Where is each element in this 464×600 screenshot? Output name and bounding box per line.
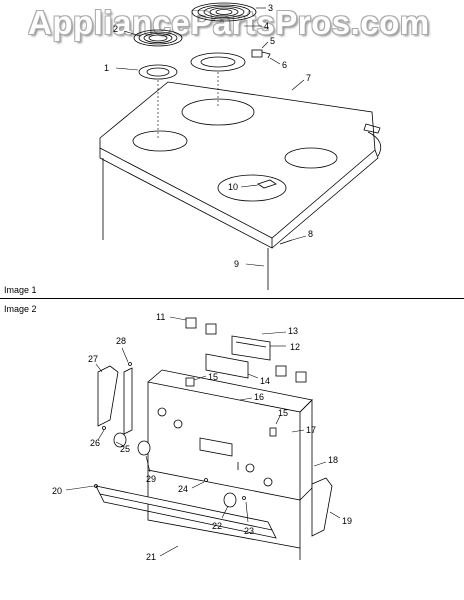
control-knob-left — [113, 432, 127, 448]
callout-11: 11 — [156, 312, 165, 322]
callouts-image-1: 1 2 3 4 5 6 7 8 9 10 — [104, 3, 313, 269]
callout-26: 26 — [90, 438, 100, 448]
callout-9: 9 — [234, 259, 239, 269]
burner-well-rear-left — [181, 98, 255, 126]
drip-pan-large-inner — [200, 56, 236, 68]
backguard-side — [299, 399, 313, 501]
callout-28: 28 — [116, 336, 126, 346]
callout-29: 29 — [146, 474, 156, 484]
trim-strip-front — [99, 493, 277, 539]
screw — [279, 239, 293, 245]
clock-window — [199, 437, 233, 457]
control-knob-22 — [223, 492, 237, 508]
element-bracket — [257, 179, 277, 189]
callout-8: 8 — [308, 229, 313, 239]
screw-23 — [242, 496, 246, 500]
clock-timer — [231, 335, 271, 361]
cooktop-side-edge — [271, 149, 379, 249]
panel-hole-3 — [245, 463, 255, 473]
burner-well-front-right — [217, 174, 287, 202]
rear-bracket — [363, 123, 381, 134]
callout-23: 23 — [244, 526, 254, 536]
callout-10: 10 — [228, 182, 238, 192]
receptacle-block — [251, 49, 263, 58]
panel-hole-1 — [157, 407, 167, 417]
callout-25: 25 — [120, 444, 130, 454]
callout-12: 12 — [290, 342, 300, 352]
callout-13: 13 — [288, 326, 298, 336]
drip-pan-small-inner — [146, 67, 170, 77]
cooktop-front-edge — [99, 148, 273, 249]
callout-16: 16 — [254, 392, 264, 402]
drip-pan-large — [190, 52, 246, 72]
clock-overlay — [205, 353, 249, 379]
end-cap-left — [97, 365, 119, 427]
callout-15-b: 15 — [278, 408, 288, 418]
callout-20: 20 — [52, 486, 62, 496]
burner-well-rear-right — [284, 147, 338, 169]
callout-6: 6 — [282, 60, 287, 70]
cooktop-surface — [99, 81, 376, 239]
indicator-light-left — [185, 377, 195, 387]
callout-15-a: 15 — [208, 372, 218, 382]
cooktop-rear-lip — [367, 131, 382, 157]
panel-label-image-2: Image 2 — [4, 304, 37, 314]
backguard-panel — [147, 381, 301, 501]
callout-21: 21 — [146, 552, 156, 562]
screw-28 — [128, 362, 132, 366]
screw-24 — [204, 478, 208, 482]
panel-label-image-1: Image 1 — [4, 285, 37, 295]
control-panel-assembly — [94, 317, 333, 560]
callout-14: 14 — [260, 376, 270, 386]
indicator-light-right — [269, 427, 277, 437]
callout-19: 19 — [342, 516, 352, 526]
callout-1: 1 — [104, 63, 109, 73]
callout-5: 5 — [270, 36, 275, 46]
control-knob-29 — [137, 440, 151, 456]
panel-hole-4 — [263, 477, 273, 487]
side-bracket-left — [123, 367, 133, 435]
callout-3: 3 — [268, 3, 273, 13]
callout-4: 4 — [264, 21, 269, 31]
callout-27: 27 — [88, 354, 98, 364]
callouts-image-2: 11 12 13 14 15 15 16 17 18 19 20 21 22 — [52, 312, 352, 562]
cooktop-assembly — [99, 2, 382, 290]
callout-24: 24 — [178, 484, 188, 494]
lower-panel — [147, 470, 301, 549]
coil-element-small — [133, 29, 183, 47]
switch-11-b — [205, 323, 217, 335]
callout-2: 2 — [113, 24, 118, 34]
switch-right-a — [275, 365, 287, 377]
callout-7: 7 — [306, 73, 311, 83]
callout-22: 22 — [212, 521, 222, 531]
callout-17: 17 — [306, 425, 316, 435]
clock-detail — [235, 341, 267, 348]
panel-divider — [0, 298, 464, 299]
switch-11-a — [185, 317, 197, 329]
receptacle-clip — [261, 51, 271, 59]
drip-pan-small — [138, 64, 178, 80]
screw-20 — [94, 484, 98, 488]
coil-element-large — [191, 2, 257, 22]
panel-hole-2 — [173, 419, 183, 429]
burner-well-front-left — [132, 130, 188, 152]
screw-26 — [102, 426, 106, 430]
end-cap-right — [311, 477, 333, 537]
callout-18: 18 — [328, 455, 338, 465]
switch-right-b — [295, 371, 307, 383]
